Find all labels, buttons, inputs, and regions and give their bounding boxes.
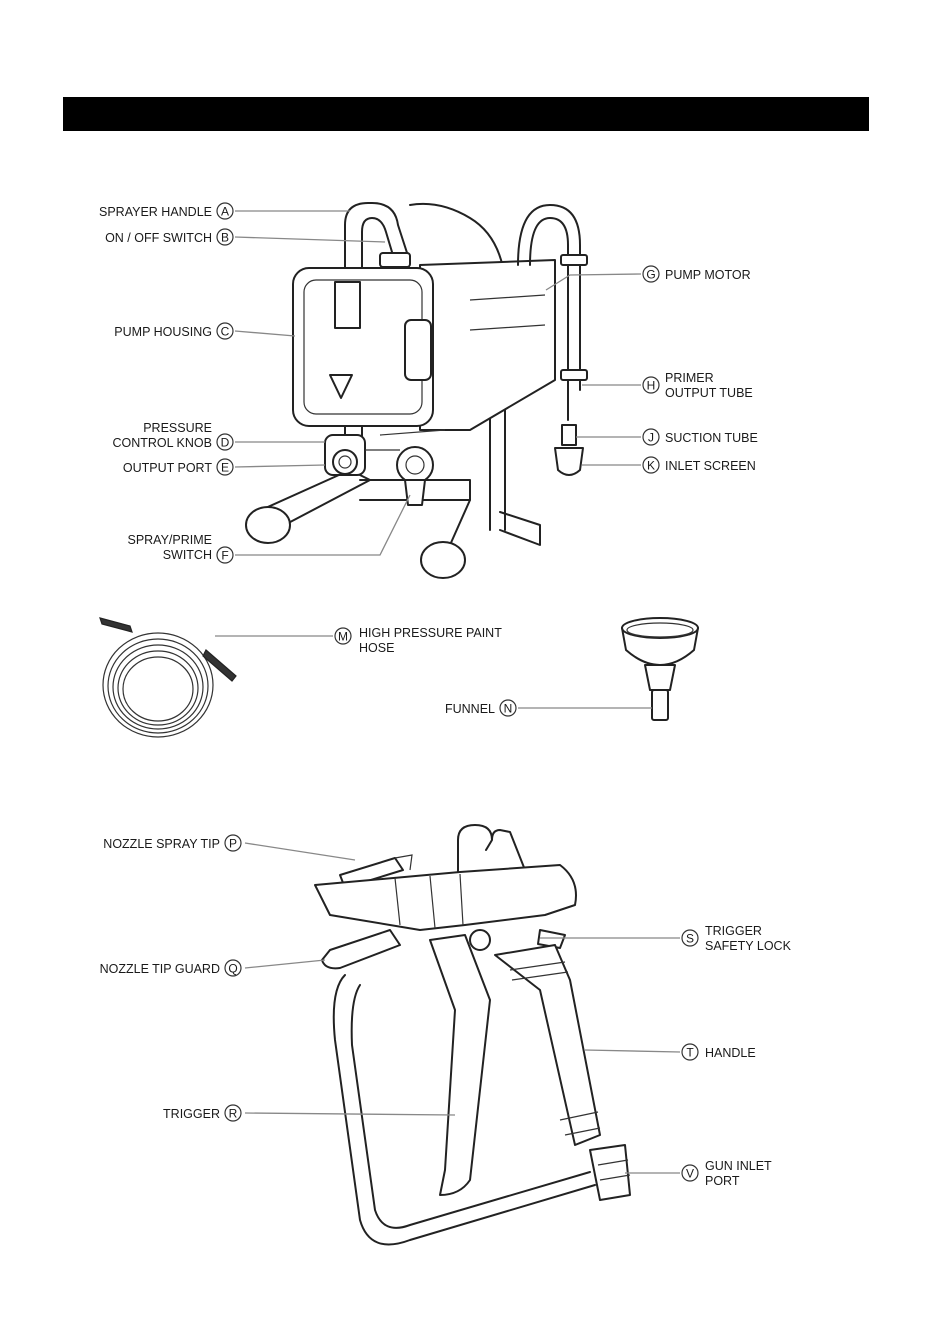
callout-letter: V	[686, 1167, 694, 1181]
label-funnel: FUNNEL N	[445, 699, 517, 717]
label-text: ON / OFF SWITCH	[105, 231, 212, 245]
label-text: NOZZLE TIP GUARD	[100, 962, 220, 976]
callout-circle	[499, 699, 517, 717]
callout-circle	[224, 1104, 242, 1122]
label-text: OUTPUT TUBE	[665, 386, 753, 400]
callout-circle	[642, 456, 660, 474]
callout-circle	[681, 1164, 699, 1182]
label-text: TRIGGER	[705, 924, 762, 938]
label-sprayer-handle: SPRAYER HANDLE A	[99, 202, 234, 220]
hose-coil-drawing	[99, 617, 237, 738]
callout-letter: D	[221, 436, 230, 450]
callout-letter: G	[646, 268, 655, 282]
label-text: HANDLE	[705, 1046, 756, 1060]
label-nozzle-tip-guard: NOZZLE TIP GUARD Q	[100, 959, 242, 977]
callout-circle	[224, 834, 242, 852]
callout-letter: R	[229, 1107, 238, 1121]
leader-lines	[215, 210, 681, 1174]
label-text: FUNNEL	[445, 702, 495, 716]
label-output-port: OUTPUT PORT E	[123, 458, 234, 476]
label-trigger: TRIGGER R	[163, 1104, 242, 1122]
callout-circle	[216, 228, 234, 246]
callout-letter: S	[686, 932, 694, 946]
label-gun-inlet-port: V GUN INLET PORT	[681, 1159, 772, 1188]
label-text: TRIGGER	[163, 1107, 220, 1121]
callout-letter: H	[647, 379, 656, 393]
label-text: HIGH PRESSURE PAINT	[359, 626, 502, 640]
callout-letter: Q	[228, 962, 237, 976]
callout-circle	[681, 1043, 699, 1061]
label-text: SPRAYER HANDLE	[99, 205, 212, 219]
sprayer-unit-drawing	[245, 202, 588, 579]
label-primer-output-tube: H PRIMER OUTPUT TUBE	[642, 371, 753, 400]
label-inlet-screen: K INLET SCREEN	[642, 456, 756, 474]
label-on-off-switch: ON / OFF SWITCH B	[105, 228, 234, 246]
callout-letter: B	[221, 231, 229, 245]
callout-letter: J	[648, 431, 654, 445]
label-text: SAFETY LOCK	[705, 939, 792, 953]
funnel-drawing	[621, 617, 699, 721]
label-trigger-safety-lock: S TRIGGER SAFETY LOCK	[681, 924, 792, 953]
callout-circle	[216, 546, 234, 564]
callout-letter: C	[221, 325, 230, 339]
label-text: SUCTION TUBE	[665, 431, 758, 445]
label-nozzle-spray-tip: NOZZLE SPRAY TIP P	[103, 834, 242, 852]
label-text: GUN INLET	[705, 1159, 772, 1173]
label-pressure-control-knob: PRESSURE CONTROL KNOB D	[112, 421, 234, 451]
callout-circle	[334, 627, 352, 645]
label-text: NOZZLE SPRAY TIP	[103, 837, 220, 851]
callout-circle	[216, 322, 234, 340]
label-text: SWITCH	[163, 548, 212, 562]
callout-circle	[216, 458, 234, 476]
callout-letter: T	[686, 1046, 694, 1060]
callout-letter: E	[221, 461, 229, 475]
callout-circle	[216, 202, 234, 220]
label-text: PRIMER	[665, 371, 714, 385]
label-text: OUTPUT PORT	[123, 461, 212, 475]
callout-letter: P	[229, 837, 237, 851]
label-text: PUMP MOTOR	[665, 268, 751, 282]
callout-letter: M	[338, 630, 348, 644]
spray-gun-drawing	[314, 824, 631, 1246]
callout-circle	[224, 959, 242, 977]
label-text: INLET SCREEN	[665, 459, 756, 473]
section-header-bar	[63, 97, 869, 131]
label-pump-motor: G PUMP MOTOR	[642, 265, 751, 283]
callout-circle	[642, 265, 660, 283]
callout-circle	[216, 433, 234, 451]
callout-letter: N	[504, 702, 513, 716]
callout-letter: A	[221, 205, 229, 219]
label-text: PUMP HOUSING	[114, 325, 212, 339]
label-text: CONTROL KNOB	[112, 436, 212, 450]
callout-circle	[642, 376, 660, 394]
label-suction-tube: J SUCTION TUBE	[642, 428, 758, 446]
label-text: PRESSURE	[143, 421, 212, 435]
callout-circle	[681, 929, 699, 947]
callout-letter: F	[221, 549, 228, 563]
label-text: HOSE	[359, 641, 394, 655]
callout-circle	[642, 428, 660, 446]
label-text: PORT	[705, 1174, 740, 1188]
label-handle: T HANDLE	[681, 1043, 756, 1061]
label-spray-prime-switch: SPRAY/PRIME SWITCH F	[127, 533, 234, 564]
label-pump-housing: PUMP HOUSING C	[114, 322, 234, 340]
label-high-pressure-paint-hose: M HIGH PRESSURE PAINT HOSE	[334, 626, 502, 655]
callout-letter: K	[647, 459, 655, 473]
label-text: SPRAY/PRIME	[127, 533, 212, 547]
